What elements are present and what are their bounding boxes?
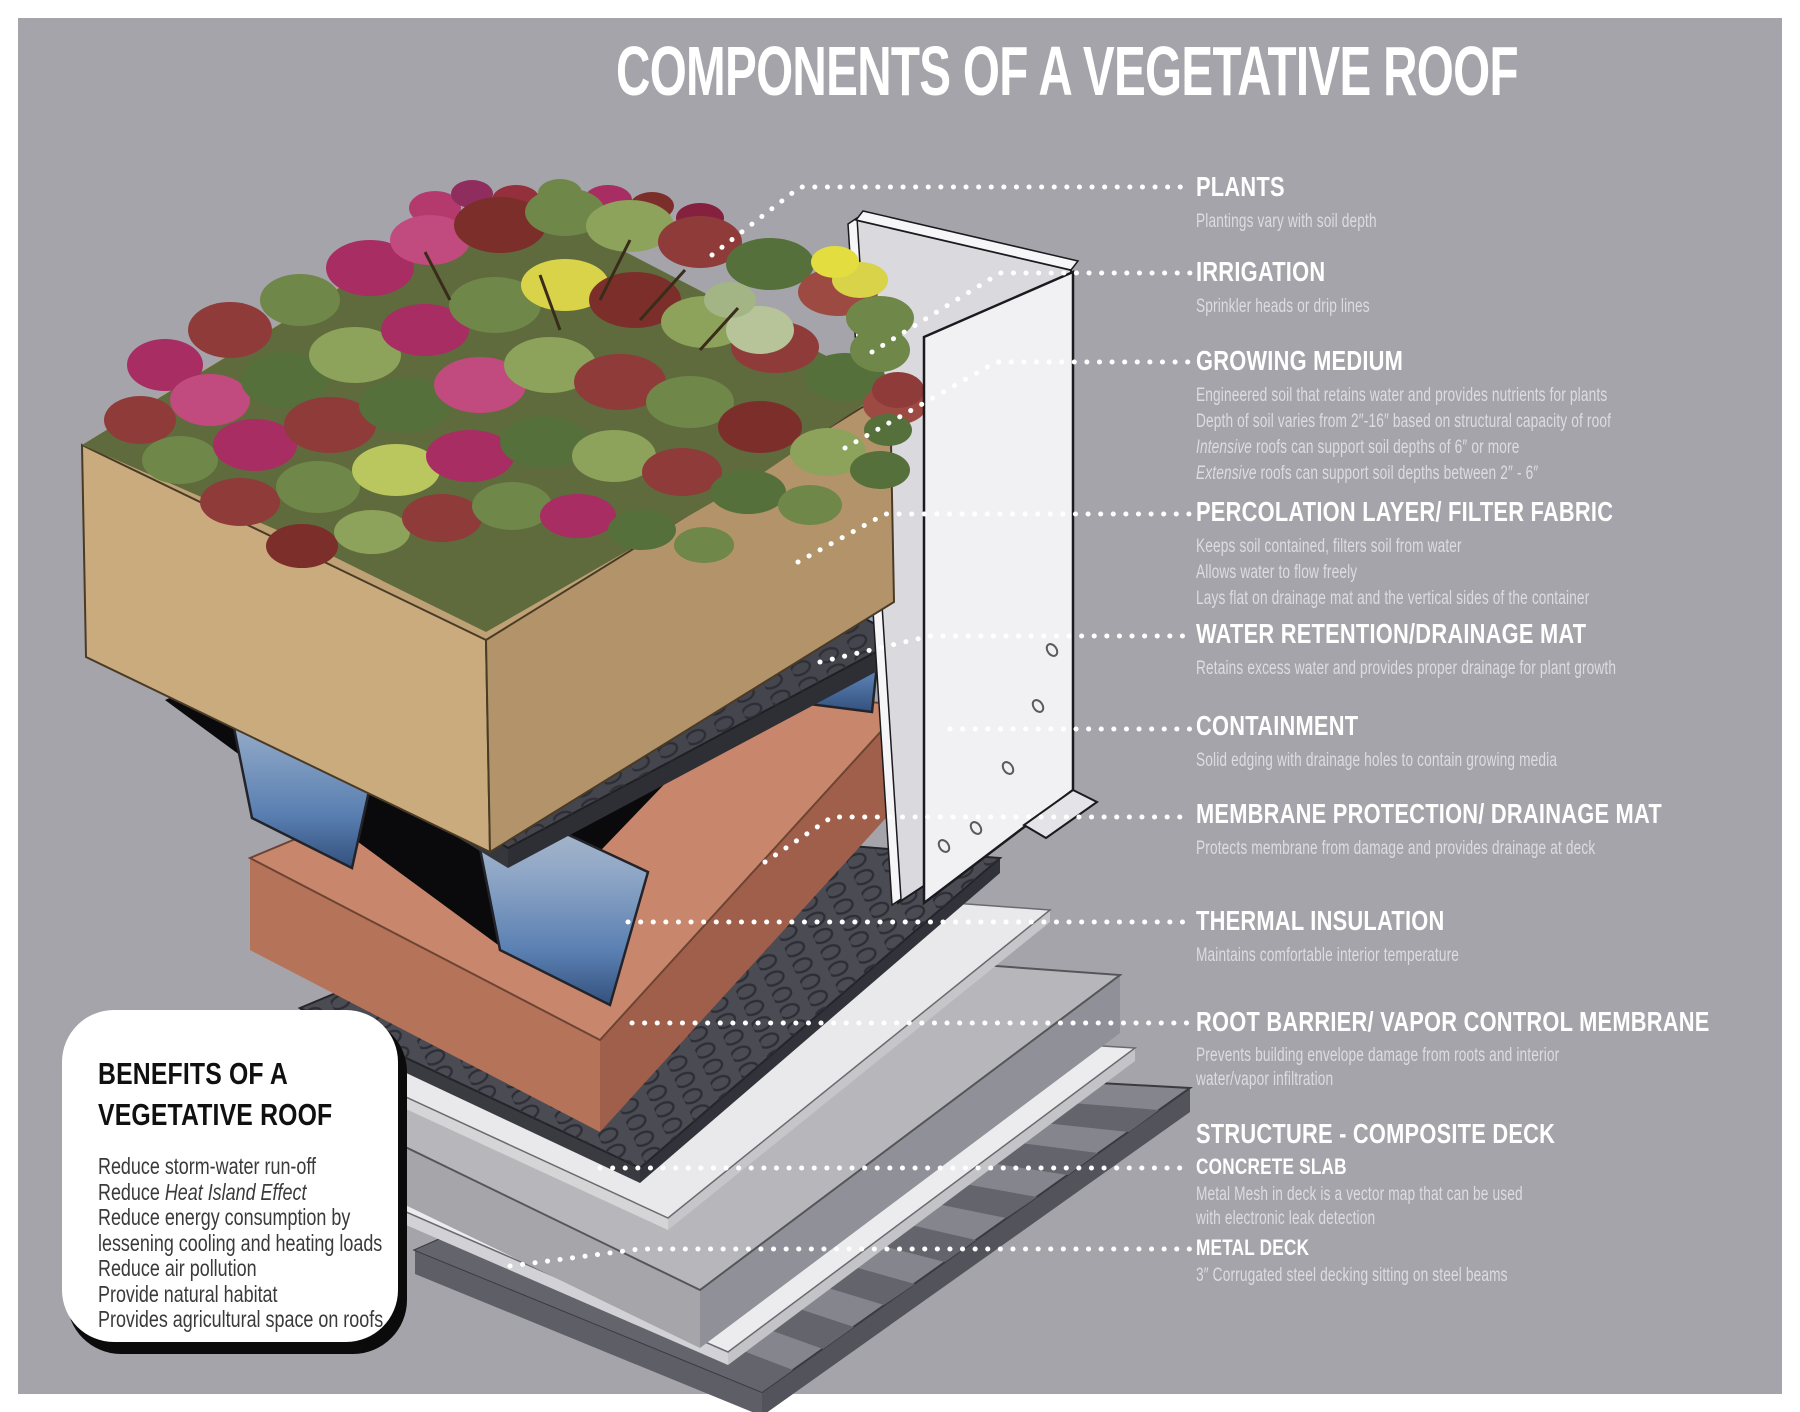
- label-section-plants: PLANTS Plantings vary with soil depth: [1196, 170, 1796, 235]
- drainage-holes: [937, 643, 1059, 853]
- section-title: CONTAINMENT: [1196, 710, 1359, 741]
- section-subtitle: METAL DECK: [1196, 1235, 1310, 1260]
- benefit-item: Reduce storm-water run-off: [98, 1153, 317, 1179]
- label-section-membrane-protection: MEMBRANE PROTECTION/ DRAINAGE MAT Protec…: [1196, 797, 1796, 862]
- label-section-metal-deck: METAL DECK 3″ Corrugated steel decking s…: [1196, 1235, 1796, 1288]
- leader-plants: [709, 184, 1195, 258]
- benefit-item: Reduce energy consumption by: [98, 1204, 351, 1230]
- leader-irrigation: [869, 270, 1195, 355]
- label-section-root-barrier: ROOT BARRIER/ VAPOR CONTROL MEMBRANE Pre…: [1196, 1005, 1796, 1092]
- label-section-concrete-slab: CONCRETE SLAB Metal Mesh in deck is a ve…: [1196, 1154, 1796, 1231]
- benefit-item: Reduce Heat Island Effect: [98, 1178, 307, 1205]
- section-title: PLANTS: [1196, 171, 1285, 202]
- section-title: PERCOLATION LAYER/ FILTER FABRIC: [1196, 496, 1614, 527]
- section-title: IRRIGATION: [1196, 256, 1326, 287]
- leader-percolation: [795, 511, 1195, 565]
- label-section-containment: CONTAINMENT Solid edging with drainage h…: [1196, 709, 1796, 774]
- section-title: ROOT BARRIER/ VAPOR CONTROL MEMBRANE: [1196, 1006, 1710, 1037]
- leader-lines: [507, 184, 1195, 1269]
- page-title: COMPONENTS OF A VEGETATIVE ROOF: [616, 32, 1519, 110]
- label-section-thermal-insulation: THERMAL INSULATION Maintains comfortable…: [1196, 904, 1796, 969]
- benefit-item: Provides agricultural space on roofs: [98, 1306, 384, 1332]
- section-title: GROWING MEDIUM: [1196, 345, 1404, 376]
- label-section-percolation: PERCOLATION LAYER/ FILTER FABRIC Keeps s…: [1196, 495, 1796, 612]
- benefits-title-line1: BENEFITS OF A: [98, 1056, 288, 1091]
- benefit-item: Reduce air pollution: [98, 1255, 257, 1281]
- label-section-water-retention: WATER RETENTION/DRAINAGE MAT Retains exc…: [1196, 617, 1796, 682]
- label-section-growing-medium: GROWING MEDIUM Engineered soil that reta…: [1196, 344, 1796, 487]
- leader-water-retention: [817, 633, 1195, 665]
- leader-growing-medium: [842, 359, 1195, 451]
- section-title: STRUCTURE - COMPOSITE DECK: [1196, 1118, 1556, 1149]
- section-subtitle: CONCRETE SLAB: [1196, 1154, 1347, 1179]
- section-title: WATER RETENTION/DRAINAGE MAT: [1196, 618, 1587, 649]
- label-section-irrigation: IRRIGATION Sprinkler heads or drip lines: [1196, 255, 1796, 320]
- section-title: MEMBRANE PROTECTION/ DRAINAGE MAT: [1196, 798, 1662, 829]
- section-title: THERMAL INSULATION: [1196, 905, 1445, 936]
- benefit-item: Provide natural habitat: [98, 1280, 278, 1307]
- containment-front: [922, 270, 1099, 906]
- benefit-item: lessening cooling and heating loads: [98, 1229, 383, 1256]
- benefits-list: Reduce storm-water run-off Reduce Heat I…: [98, 1153, 398, 1333]
- layer-plants: [82, 179, 927, 632]
- benefits-title-line2: VEGETATIVE ROOF: [98, 1097, 333, 1132]
- benefits-box: BENEFITS OF A VEGETATIVE ROOF Reduce sto…: [62, 1010, 398, 1342]
- label-section-structure: STRUCTURE - COMPOSITE DECK: [1196, 1117, 1796, 1156]
- leader-membrane-protection: [762, 814, 1195, 865]
